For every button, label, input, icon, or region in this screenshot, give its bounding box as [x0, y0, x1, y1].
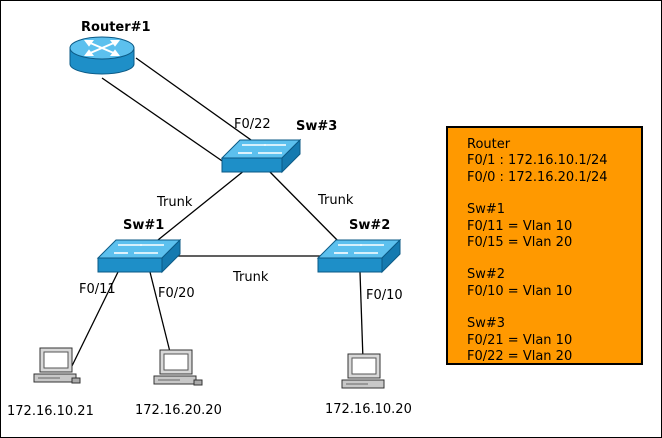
router-sw3-link-a — [135, 57, 259, 146]
router-icon — [69, 36, 135, 75]
sw3-sw2-link — [267, 169, 346, 249]
sw3-sw1-link — [147, 169, 246, 249]
config-sw1-line: F0/11 = Vlan 10 — [467, 218, 573, 234]
config-router-line: F0/0 : 172.16.20.1/24 — [467, 169, 608, 185]
router-label: Router#1 — [81, 20, 151, 35]
sw3-label: Sw#3 — [296, 119, 337, 134]
pc2-port-label: F0/20 — [158, 286, 195, 301]
sw1-switch-icon — [96, 238, 182, 274]
config-sw3-line: F0/21 = Vlan 10 — [467, 332, 573, 348]
pc2-ip-label: 172.16.20.20 — [135, 403, 222, 418]
sw2-switch-icon — [316, 238, 402, 274]
config-sw3-title: Sw#3 — [467, 316, 506, 332]
pc1-port-label: F0/11 — [79, 282, 116, 297]
pc1-ip-label: 172.16.10.21 — [7, 404, 94, 419]
sw1-sw3-trunk-label: Trunk — [156, 195, 193, 210]
router-sw3-link-b — [101, 77, 229, 166]
sw3-port-label: F0/22 — [234, 117, 271, 132]
config-router-title: Router — [467, 137, 511, 152]
sw1-sw2-trunk-label: Trunk — [232, 270, 269, 285]
sw2-pc3-link — [359, 271, 364, 361]
config-router-line: F0/1 : 172.16.10.1/24 — [467, 153, 608, 169]
config-sw2-line: F0/10 = Vlan 10 — [467, 283, 573, 299]
pc1-computer-icon — [33, 347, 81, 384]
config-panel: Router F0/1 : 172.16.10.1/24 F0/0 : 172.… — [446, 126, 643, 365]
pc3-computer-icon — [341, 353, 385, 389]
sw2-label: Sw#2 — [349, 218, 390, 233]
sw3-switch-icon — [220, 138, 302, 174]
sw2-sw3-trunk-label: Trunk — [317, 193, 354, 208]
config-sw1-title: Sw#1 — [467, 202, 506, 218]
sw1-pc1-link — [69, 271, 119, 371]
pc3-ip-label: 172.16.10.20 — [325, 402, 412, 417]
pc2-computer-icon — [153, 349, 203, 386]
pc3-port-label: F0/10 — [366, 288, 403, 303]
config-sw2-title: Sw#2 — [467, 267, 506, 283]
config-sw1-line: F0/15 = Vlan 20 — [467, 235, 573, 251]
config-sw3-line: F0/22 = Vlan 20 — [467, 349, 573, 365]
sw1-label: Sw#1 — [123, 218, 164, 233]
sw1-pc2-link — [149, 271, 173, 361]
